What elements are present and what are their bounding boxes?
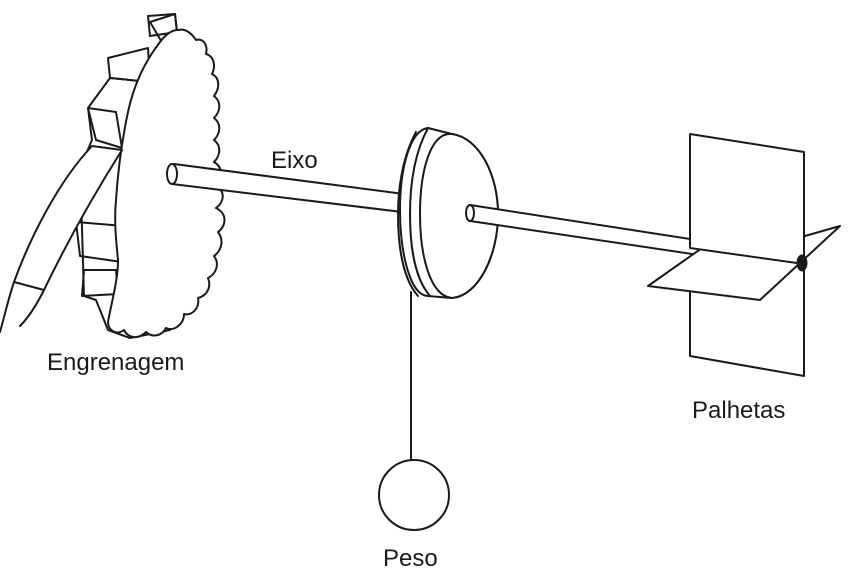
drive-strap [0,145,123,333]
vane-vertical-upper [689,133,805,265]
pulley-groove [397,131,419,297]
weight-bob [378,459,450,531]
strap-end [0,281,15,333]
label-gear: Engrenagem [47,349,184,376]
strap-end [19,289,45,327]
gear [75,13,226,339]
strap-band [13,145,123,291]
pulley-groove [409,127,431,297]
gear-tooth [81,269,119,297]
pulley-face [419,132,499,299]
shaft-end-cap [166,163,178,185]
label-weight: Peso [383,545,438,572]
paddle-vanes [647,133,841,377]
label-axis: Eixo [271,147,318,174]
shaft-hub-cap [465,204,475,222]
pulley [397,127,499,299]
vane-shaft-hub [796,254,808,272]
label-vanes: Palhetas [692,397,785,424]
gear-face [107,28,226,338]
